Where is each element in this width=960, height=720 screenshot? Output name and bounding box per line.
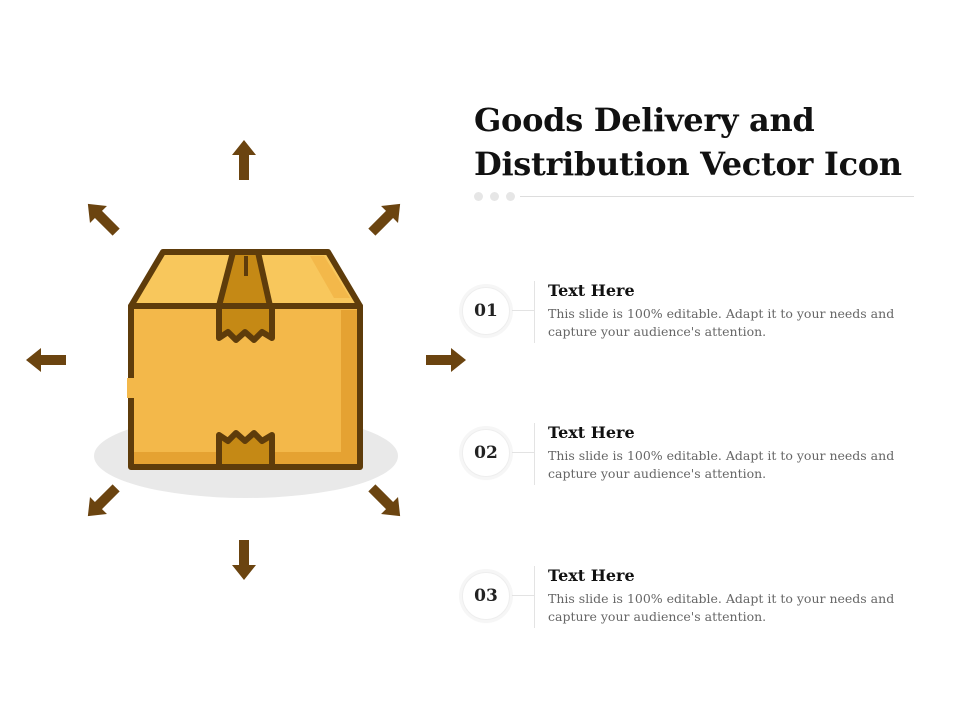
item-description: This slide is 100% editable. Adapt it to… <box>548 448 895 481</box>
item-description: This slide is 100% editable. Adapt it to… <box>548 306 895 339</box>
divider-rule <box>520 196 914 197</box>
list-item-03: 03 Text Here This slide is 100% editable… <box>462 566 932 646</box>
arrow-up-left-icon <box>79 195 125 241</box>
item-separator <box>534 281 535 343</box>
item-title: Text Here <box>548 566 635 585</box>
arrow-down-left-icon <box>79 479 125 525</box>
item-connector <box>512 310 534 311</box>
cardboard-box-icon <box>127 249 363 470</box>
arrow-down-right-icon <box>363 479 409 525</box>
title-divider <box>474 190 914 202</box>
item-number-badge: 02 <box>462 429 510 477</box>
delivery-box-illustration <box>26 140 466 580</box>
item-title: Text Here <box>548 281 635 300</box>
divider-dot <box>490 192 499 201</box>
arrow-up-icon <box>232 140 256 180</box>
divider-dot <box>474 192 483 201</box>
divider-dot <box>506 192 515 201</box>
arrow-up-right-icon <box>363 195 409 241</box>
item-connector <box>512 452 534 453</box>
arrow-left-icon <box>26 348 66 372</box>
item-title: Text Here <box>548 423 635 442</box>
slide-title: Goods Delivery and Distribution Vector I… <box>474 101 902 183</box>
list-item-01: 01 Text Here This slide is 100% editable… <box>462 281 932 361</box>
arrow-down-icon <box>232 540 256 580</box>
item-number-badge: 01 <box>462 287 510 335</box>
item-description: This slide is 100% editable. Adapt it to… <box>548 591 895 624</box>
item-separator <box>534 423 535 485</box>
arrow-right-icon <box>426 348 466 372</box>
item-number-badge: 03 <box>462 572 510 620</box>
list-item-02: 02 Text Here This slide is 100% editable… <box>462 423 932 503</box>
item-connector <box>512 595 534 596</box>
item-separator <box>534 566 535 628</box>
